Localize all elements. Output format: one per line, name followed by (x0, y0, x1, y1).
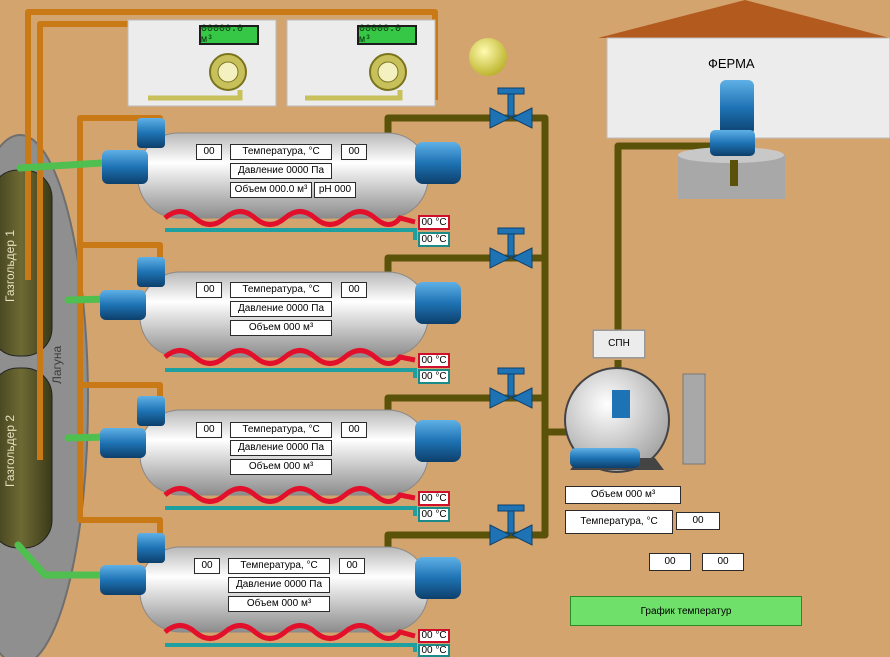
tank-temp-label: Температура, °С (565, 510, 673, 534)
reactor-1-ph: pH 000 (314, 182, 356, 198)
gasholder-2-label: Газгольдер 2 (3, 415, 17, 487)
temperature-chart-button[interactable]: График температур (570, 596, 802, 626)
reactor-3-temp-label: Температура, °С (230, 422, 332, 438)
reactor-1-temp-label: Температура, °С (230, 144, 332, 160)
reactor-2-temp-value-2: 00 (341, 282, 367, 298)
valve-2 (489, 227, 533, 269)
reactor-2-pressure: Давление 0000 Па (230, 301, 332, 317)
reactor-3-pressure: Давление 0000 Па (230, 440, 332, 456)
reactor-3-cold-temp: 00 °С (418, 507, 450, 522)
reactor-1-volume: Объем 000.0 м³ (230, 182, 312, 198)
reactor-4-temp-value: 00 (194, 558, 220, 574)
reactor-1-hot-temp: 00 °С (418, 215, 450, 230)
reactor-2-temp-label: Температура, °С (230, 282, 332, 298)
reactor-3-temp-value: 00 (196, 422, 222, 438)
valve-3 (489, 367, 533, 409)
reactor-3-hot-temp: 00 °С (418, 491, 450, 506)
reactor-1 (102, 118, 461, 240)
lagoon-label: Лагуна (50, 345, 64, 384)
readout-right: 00 (702, 553, 744, 571)
reactor-4-temp-label: Температура, °С (228, 558, 330, 574)
reactor-3-temp-value-2: 00 (341, 422, 367, 438)
reactor-2 (100, 257, 461, 378)
tank-volume: Объем 000 м³ (565, 486, 681, 504)
tank-temp-value: 00 (676, 512, 720, 530)
reactor-4-temp-value-2: 00 (339, 558, 365, 574)
gasholder-1-label: Газгольдер 1 (3, 230, 17, 302)
reactor-4-hot-temp: 00 °С (418, 629, 450, 643)
reactor-2-hot-temp: 00 °С (418, 353, 450, 368)
status-indicator-ball (469, 38, 507, 76)
reactor-1-temp-value: 00 (196, 144, 222, 160)
reactor-1-cold-temp: 00 °С (418, 232, 450, 247)
snp-label: СПН (593, 330, 645, 358)
readout-left: 00 (649, 553, 691, 571)
reactor-4-volume: Объем 000 м³ (228, 596, 330, 612)
valves[interactable] (489, 87, 533, 546)
reactor-2-temp-value: 00 (196, 282, 222, 298)
reactor-4-pressure: Давление 0000 Па (228, 577, 330, 593)
reactor-3-volume: Объем 000 м³ (230, 459, 332, 475)
reactor-1-pressure: Давление 0000 Па (230, 163, 332, 179)
reactor-3 (100, 396, 461, 516)
valve-4 (489, 504, 533, 546)
reactor-2-cold-temp: 00 °С (418, 369, 450, 384)
pump-1-volume-display: 00000.0 м³ (199, 24, 259, 46)
reactor-2-volume: Объем 000 м³ (230, 320, 332, 336)
valve-1 (489, 87, 533, 129)
storage-tank (564, 329, 706, 473)
farm-title: ФЕРМА (708, 56, 755, 71)
pump-2-volume-display: 00000.0 м³ (357, 24, 417, 46)
reactor-1-temp-value-2: 00 (341, 144, 367, 160)
farm-building (598, 0, 890, 199)
reactor-4-cold-temp: 00 °С (418, 644, 450, 657)
